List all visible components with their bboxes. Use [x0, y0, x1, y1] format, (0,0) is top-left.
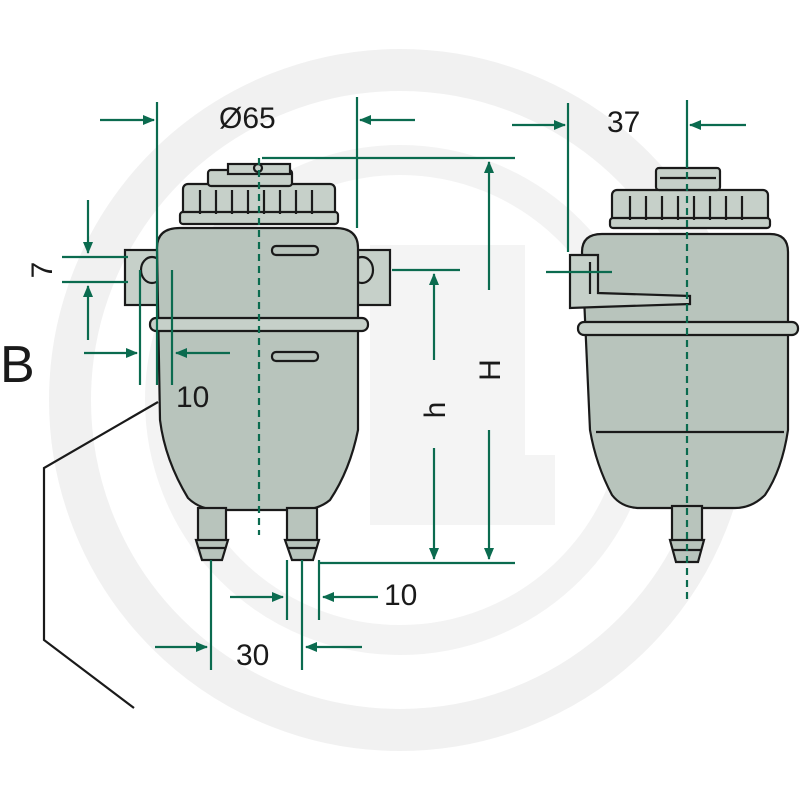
cap-ribs: [198, 190, 314, 214]
side-tank-body: [580, 232, 790, 510]
flange-width-label: 10: [176, 381, 209, 414]
dimension-diameter: Ø65: [100, 97, 415, 385]
side-cap-ribs: [628, 196, 744, 220]
outlet-gap-label: 10: [384, 579, 417, 612]
diameter-label: Ø65: [219, 102, 276, 135]
upper-slot: [270, 244, 320, 257]
outlet-spacing-label: 30: [236, 639, 269, 672]
view-b-leader: B: [0, 336, 159, 709]
dimension-height-total: H: [262, 156, 515, 565]
outlet-left: [194, 506, 230, 562]
tank-body: [155, 226, 360, 512]
height-total-label: H: [474, 359, 507, 381]
dimension-outlet-gap: 10: [230, 560, 417, 620]
dimension-flange-thickness: 7: [26, 200, 128, 340]
outlet-right: [283, 506, 321, 562]
view-label: B: [0, 336, 35, 394]
side-cap-rim: [608, 216, 772, 230]
lower-slot: [270, 350, 320, 363]
height-outlet-label: h: [419, 402, 452, 419]
dimension-outlet-spacing: 30: [155, 560, 362, 672]
flange-thickness-label: 7: [26, 262, 59, 279]
dimension-height-outlet: h: [392, 268, 460, 560]
cap-offset-label: 37: [607, 106, 640, 139]
dimension-cap-offset: 37: [512, 100, 746, 274]
side-bracket: [568, 253, 692, 310]
dimension-flange-width: 10: [84, 270, 230, 414]
tank-front-view: [123, 158, 392, 562]
tank-side-view: [568, 160, 800, 600]
right-mounting-flange: [354, 248, 392, 307]
